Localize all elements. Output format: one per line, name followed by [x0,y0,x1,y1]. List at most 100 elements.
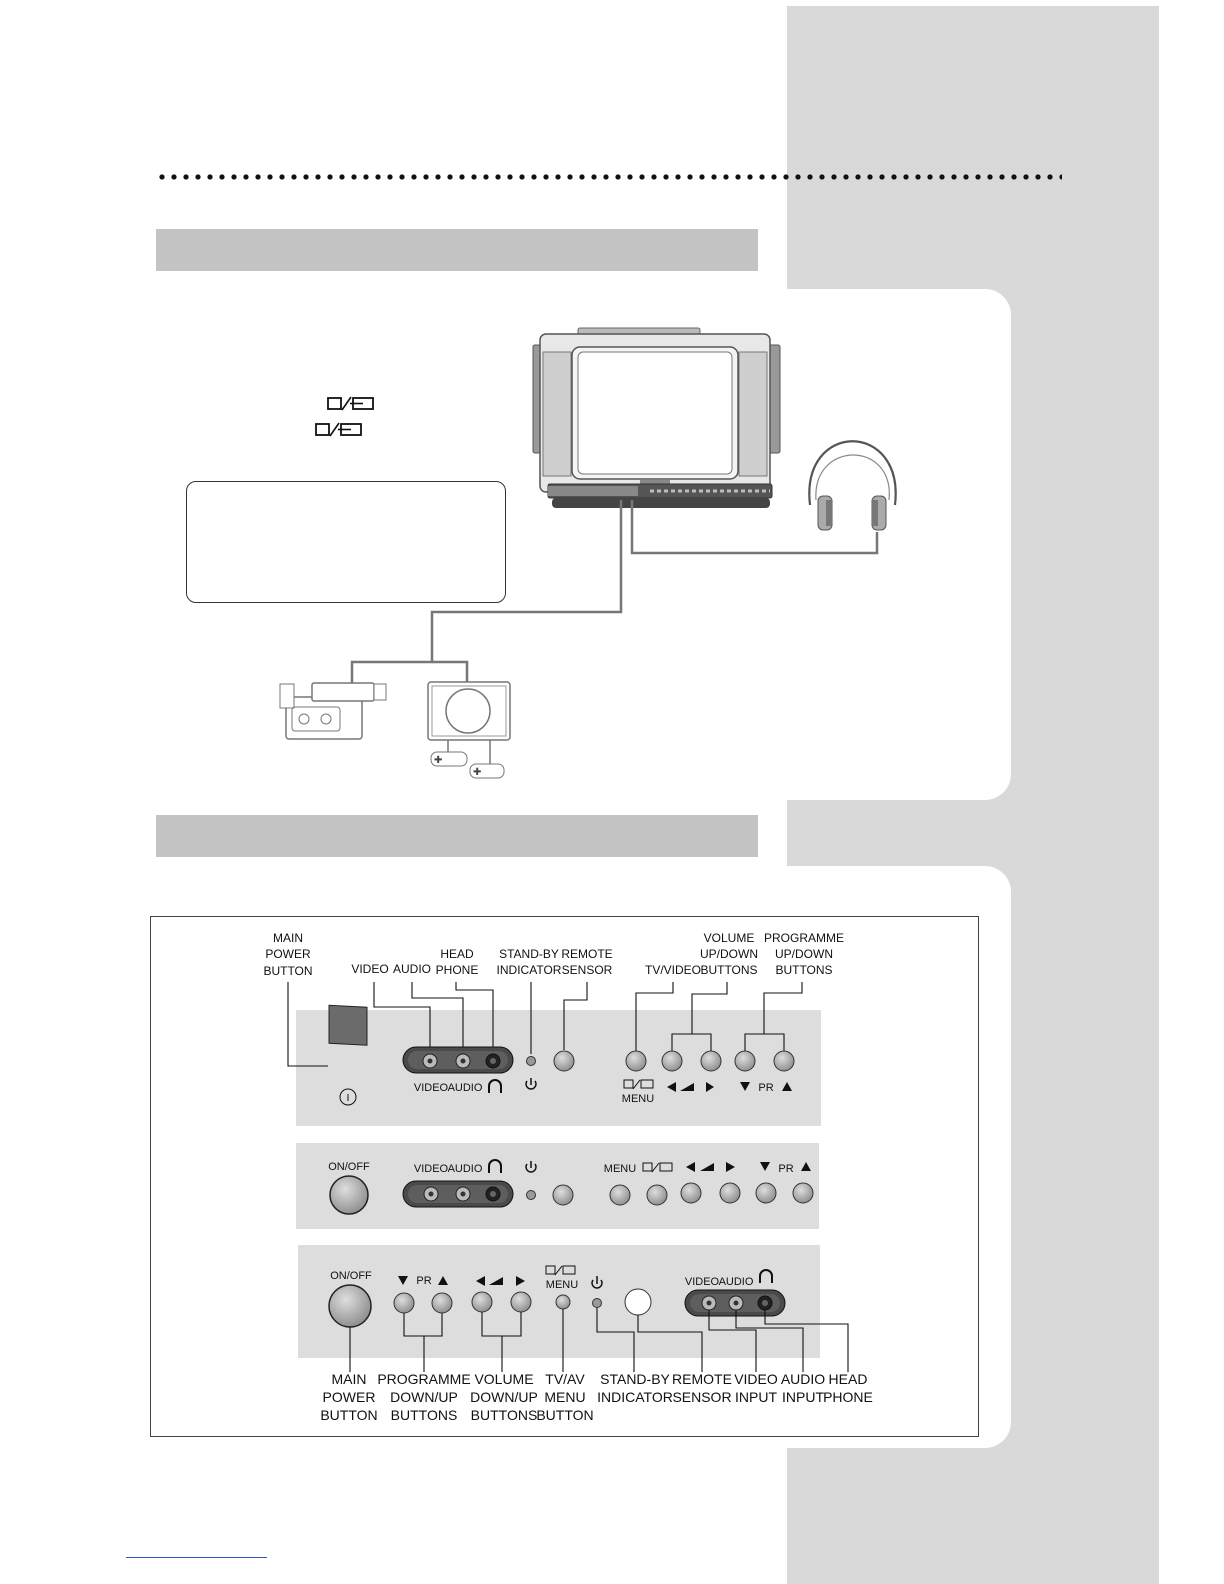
standby-icon [591,1276,603,1289]
tv-av-button [646,1184,668,1206]
svg-text:PHONE: PHONE [823,1389,873,1405]
onoff-button [329,1175,369,1215]
svg-text:PR: PR [416,1275,431,1287]
svg-text:MENU: MENU [544,1389,585,1405]
standby-indicator-label: STAND-BY [600,1371,670,1387]
svg-text:POWER: POWER [265,947,311,961]
onoff-label: ON/OFF [330,1270,372,1282]
svg-text:UP/DOWN: UP/DOWN [775,947,833,961]
svg-text:AUDIO: AUDIO [448,1082,483,1094]
svg-text:MENU: MENU [622,1093,654,1105]
svg-text:INDICATOR: INDICATOR [597,1389,673,1405]
svg-text:INDICATOR: INDICATOR [497,963,562,977]
svg-text:VIDEO: VIDEO [685,1276,720,1288]
head-phone-label: HEAD [440,947,474,961]
svg-text:PR: PR [758,1082,773,1094]
svg-text:BUTTONS: BUTTONS [471,1407,538,1423]
tv-video-button [625,1050,647,1072]
svg-text:VIDEO: VIDEO [414,1163,449,1175]
headphone-icon [488,1159,502,1173]
section-header-bar-connections [156,229,758,271]
tv-av-icon [642,1162,673,1173]
game-console-illustration: ✚ ✚ [427,681,511,779]
programme-down-button [755,1182,777,1204]
volume-up-button [700,1050,722,1072]
main-power-label: MAIN [273,931,303,945]
volume-icon [680,1083,694,1091]
svg-text:UP/DOWN: UP/DOWN [700,947,758,961]
programme-down-button [734,1050,756,1072]
tv-av-menu-label: TV/AV [545,1371,585,1387]
svg-text:MENU: MENU [546,1279,578,1291]
volume-up-button [510,1291,532,1313]
programme-up-icon [801,1162,811,1171]
camcorder-illustration [279,682,387,740]
footer-link-underline [126,1557,267,1558]
svg-text:INPUT: INPUT [782,1389,824,1405]
standby-icon [525,1078,537,1090]
tv-video-label: TV/VIDEO [645,963,701,977]
svg-text:SENSOR: SENSOR [672,1389,731,1405]
remote-sensor [624,1288,652,1316]
audio-label: AUDIO [393,962,431,976]
programme-up-button [773,1050,795,1072]
volume-down-button [471,1291,493,1313]
tv-av-menu-button [555,1294,571,1310]
svg-text:PR: PR [778,1163,793,1175]
power-mark: I [347,1093,350,1104]
volume-up-icon [726,1162,735,1172]
svg-text:BUTTON: BUTTON [536,1407,593,1423]
svg-text:POWER: POWER [323,1389,376,1405]
onoff-button [328,1284,372,1328]
tv-av-icon [545,1265,576,1276]
programme-down-icon [398,1276,408,1285]
svg-text:MENU: MENU [604,1163,636,1175]
standby-indicator-label: STAND-BY [499,947,559,961]
video-input-label: VIDEO [734,1371,778,1387]
svg-text:SENSOR: SENSOR [562,963,613,977]
tv-av-icon [315,422,362,437]
standby-icon [525,1161,537,1173]
volume-down-button [680,1182,702,1204]
note-box [186,481,506,603]
svg-text:✚: ✚ [473,767,481,778]
svg-text:PHONE: PHONE [436,963,479,977]
programme-up-button [431,1292,453,1314]
panel-drawings: MAIN POWER BUTTON VIDEO AUDIO HEAD PHONE… [263,931,873,1423]
volume-label: VOLUME [704,931,755,945]
programme-down-button [393,1292,415,1314]
svg-text:BUTTON: BUTTON [320,1407,377,1423]
svg-text:INPUT: INPUT [735,1389,777,1405]
dotted-rule [156,173,1062,181]
remote-sensor-label: REMOTE [561,947,612,961]
head-phone-label: HEAD [829,1371,868,1387]
svg-text:BUTTONS: BUTTONS [391,1407,458,1423]
main-power-button [328,1004,368,1046]
tv-illustration [532,327,781,508]
tv-av-icon [623,1079,654,1090]
onoff-label: ON/OFF [328,1161,370,1173]
volume-up-icon [706,1082,714,1092]
connection-illustration: ✚ ✚ [279,327,897,779]
svg-text:BUTTONS: BUTTONS [775,963,832,977]
headphones-illustration [808,440,897,531]
volume-icon [700,1163,714,1171]
programme-up-icon [782,1082,792,1091]
volume-down-icon [686,1162,695,1172]
tv-av-icon [327,396,374,411]
svg-text:DOWN/UP: DOWN/UP [390,1389,458,1405]
svg-text:✚: ✚ [434,755,442,766]
svg-text:BUTTON: BUTTON [263,964,312,978]
audio-input-label: AUDIO [781,1371,825,1387]
programme-up-icon [438,1276,448,1285]
svg-text:VIDEO: VIDEO [414,1082,449,1094]
remote-sensor-label: REMOTE [672,1371,732,1387]
svg-text:AUDIO: AUDIO [448,1163,483,1175]
volume-up-button [719,1182,741,1204]
programme-down-icon [740,1082,750,1091]
headphone-icon [488,1079,502,1093]
menu-button [609,1184,631,1206]
svg-text:DOWN/UP: DOWN/UP [470,1389,538,1405]
volume-label: VOLUME [474,1371,533,1387]
section-header-bar-controls [156,815,758,857]
